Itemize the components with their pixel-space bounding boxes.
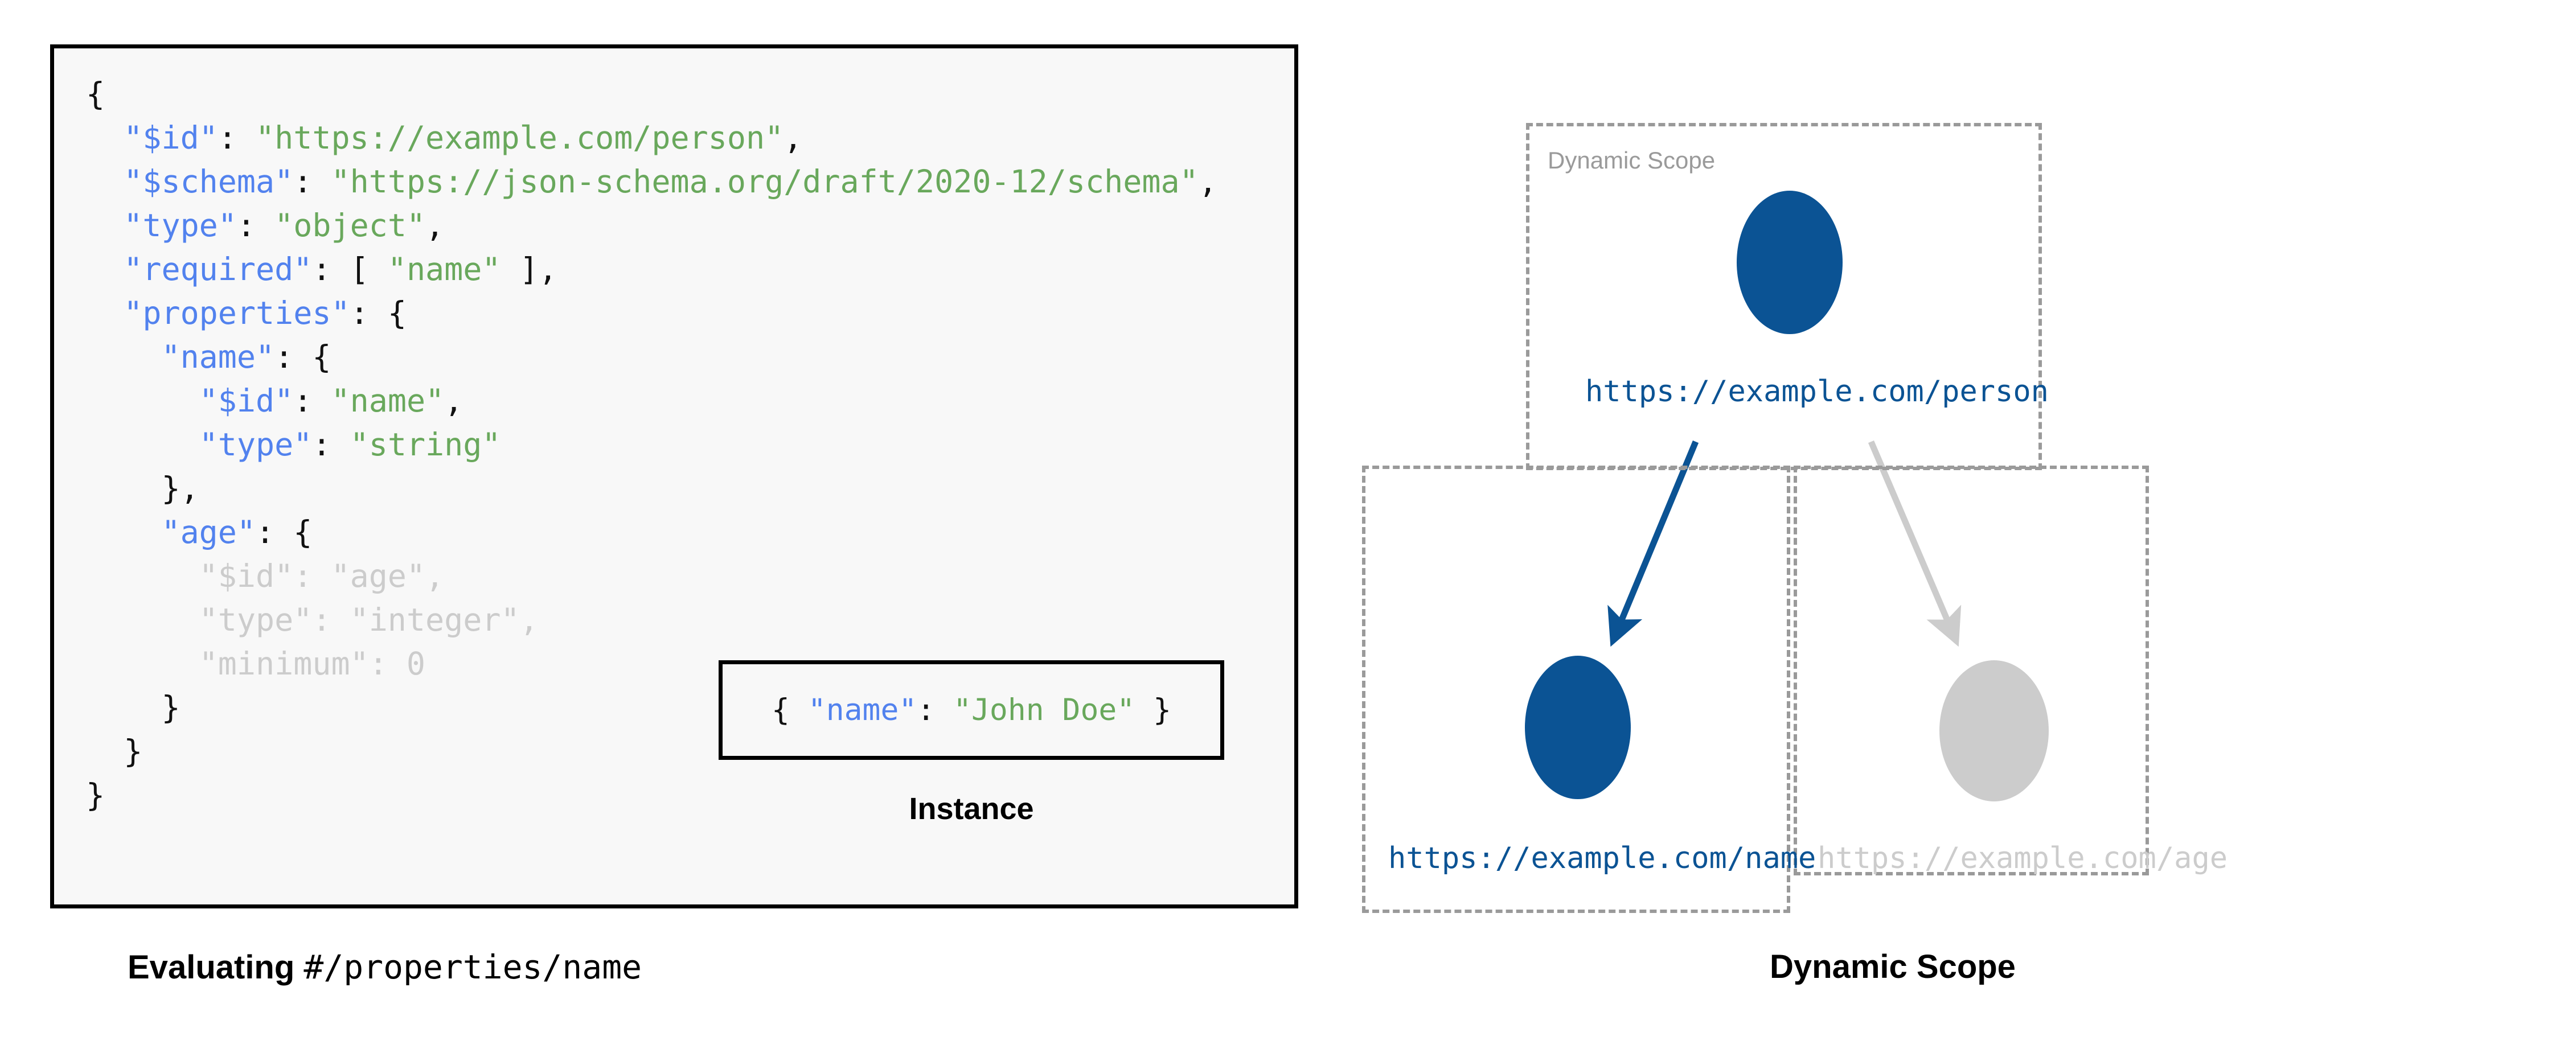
node-circle-person[interactable] <box>1737 191 1843 334</box>
code-token: : <box>293 382 331 419</box>
code-token <box>86 514 161 550</box>
code-token: "age" <box>161 514 256 550</box>
code-token: { <box>86 76 105 112</box>
instance-label: Instance <box>909 792 1034 826</box>
code-token <box>86 295 124 331</box>
code-line: "type": "integer", <box>86 598 1217 642</box>
code-token <box>86 120 124 156</box>
code-token: "required" <box>124 251 313 287</box>
code-token: : <box>218 120 256 156</box>
scope-tag-label: Dynamic Scope <box>1548 147 1716 174</box>
code-token: : <box>312 426 350 463</box>
code-token: }, <box>86 470 199 507</box>
code-line: } <box>86 774 1217 817</box>
code-line: { <box>86 72 1217 116</box>
code-line: "age": { <box>86 511 1217 554</box>
caption-evaluating: Evaluating #/properties/name <box>128 948 642 986</box>
scope-box-name <box>1362 466 1790 913</box>
code-line: "required": [ "name" ], <box>86 248 1217 291</box>
code-token: "name" <box>387 251 501 287</box>
node-label-name: https://example.com/name <box>1388 841 1816 875</box>
code-token: "type" <box>124 207 237 244</box>
code-token: : { <box>256 514 313 550</box>
code-token: , <box>425 207 445 244</box>
caption-evaluating-bold: Evaluating <box>128 949 304 986</box>
code-token: } <box>1135 693 1172 727</box>
code-line: }, <box>86 467 1217 511</box>
code-token: } <box>86 733 143 770</box>
node-circle-age[interactable] <box>1939 660 2049 801</box>
code-token: "$id": "age", <box>86 558 445 594</box>
code-token: , <box>1198 163 1217 200</box>
schema-code-block: { "$id": "https://example.com/person", "… <box>86 72 1217 817</box>
code-token <box>86 207 124 244</box>
caption-dynamic-scope: Dynamic Scope <box>1770 948 2016 985</box>
code-token: "properties" <box>124 295 350 331</box>
code-line: } <box>86 730 1217 774</box>
code-line: "$id": "https://example.com/person", <box>86 116 1217 160</box>
code-line: "$id": "name", <box>86 379 1217 423</box>
code-token: : [ <box>312 251 388 287</box>
code-line: "type": "object", <box>86 204 1217 248</box>
code-token: "$id" <box>124 120 218 156</box>
code-token: } <box>86 777 105 813</box>
code-token: "John Doe" <box>953 693 1135 727</box>
code-line: "name": { <box>86 335 1217 379</box>
code-line: "$id": "age", <box>86 554 1217 598</box>
code-token: ], <box>501 251 557 287</box>
code-token: "https://json-schema.org/draft/2020-12/s… <box>331 163 1199 200</box>
scope-box-age <box>1794 466 2149 875</box>
node-label-age: https://example.com/age <box>1818 841 2228 875</box>
instance-code: { "name": "John Doe" } <box>772 693 1171 727</box>
code-token: : { <box>274 339 331 375</box>
code-token: "$id" <box>199 382 294 419</box>
code-token: "string" <box>350 426 501 463</box>
code-token: "minimum": 0 <box>86 645 426 682</box>
code-token: "type": "integer", <box>86 602 539 638</box>
code-token <box>86 251 124 287</box>
code-token <box>86 426 199 463</box>
code-token: "name" <box>807 693 917 727</box>
code-line: "minimum": 0 <box>86 642 1217 686</box>
code-token: "type" <box>199 426 313 463</box>
code-token: } <box>86 689 181 726</box>
code-token <box>86 339 161 375</box>
instance-box: { "name": "John Doe" } <box>719 660 1224 760</box>
code-token: "$schema" <box>124 163 294 200</box>
code-line: "properties": { <box>86 291 1217 335</box>
caption-evaluating-pointer: #/properties/name <box>303 948 642 986</box>
code-token <box>86 382 199 419</box>
code-token: { <box>771 693 808 727</box>
node-label-person: https://example.com/person <box>1585 375 2049 409</box>
code-token: : <box>293 163 331 200</box>
code-token: : <box>236 207 275 244</box>
code-token: "name" <box>331 382 445 419</box>
code-line: } <box>86 686 1217 730</box>
code-token <box>86 163 124 200</box>
code-line: "type": "string" <box>86 423 1217 467</box>
node-circle-name[interactable] <box>1525 656 1631 799</box>
code-token: "name" <box>161 339 275 375</box>
dynamic-scope-diagram: Dynamic Scope https://example.com/person… <box>1338 85 2534 916</box>
code-token: "https://example.com/person" <box>256 120 784 156</box>
schema-code-panel: { "$id": "https://example.com/person", "… <box>50 44 1298 908</box>
code-token: "object" <box>274 207 426 244</box>
code-token: , <box>444 382 463 419</box>
code-line: "$schema": "https://json-schema.org/draf… <box>86 160 1217 204</box>
code-token: , <box>784 120 803 156</box>
code-token: : <box>917 693 954 727</box>
code-token: : { <box>350 295 407 331</box>
